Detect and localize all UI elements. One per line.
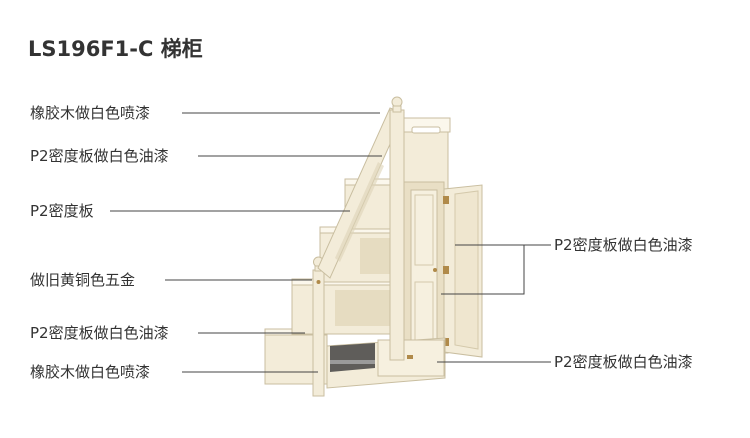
callout-right-door-panel: P2密度板做白色油漆 bbox=[554, 236, 693, 254]
callout-left-mdf-painted-top: P2密度板做白色油漆 bbox=[30, 147, 169, 165]
callout-left-mdf-painted-bottom: P2密度板做白色油漆 bbox=[30, 324, 169, 342]
cabinet-body bbox=[264, 96, 483, 397]
callout-left-mdf: P2密度板 bbox=[30, 202, 94, 220]
callout-left-rubberwood-top: 橡胶木做白色喷漆 bbox=[30, 104, 151, 122]
callout-right-drawer-panel: P2密度板做白色油漆 bbox=[554, 353, 693, 371]
callout-left-brass-hardware: 做旧黄铜色五金 bbox=[30, 271, 136, 289]
page-title: LS196F1-C 梯柜 bbox=[28, 37, 203, 61]
callout-left-rubberwood-bottom: 橡胶木做白色喷漆 bbox=[30, 363, 151, 381]
leader-line-right-1 bbox=[441, 244, 525, 295]
